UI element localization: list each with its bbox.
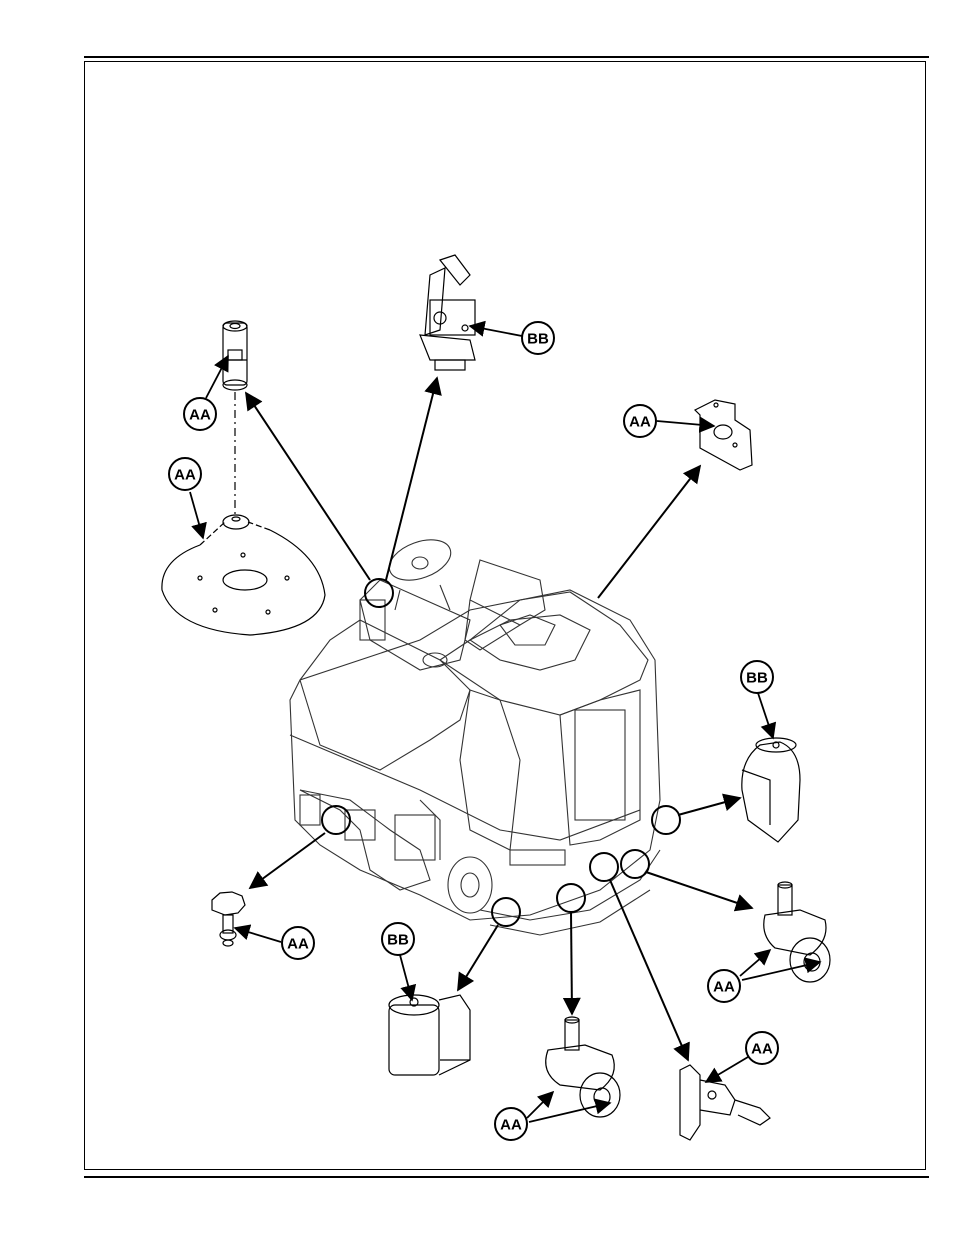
svg-text:AA: AA [189, 407, 211, 424]
svg-text:AA: AA [287, 936, 309, 953]
universal-joint-part [223, 321, 247, 515]
svg-text:AA: AA [713, 979, 735, 996]
leader-arrows [246, 378, 752, 1060]
svg-text:AA: AA [629, 414, 651, 431]
callout-aa-4: AA [708, 970, 740, 1002]
caster-center-part [546, 1017, 620, 1117]
callout-bb-2: BB [741, 661, 773, 693]
callout-aa-1: AA [184, 398, 216, 430]
callout-aa-5: AA [282, 927, 314, 959]
callout-bb-1: BB [522, 322, 554, 354]
callout-bb-3: BB [382, 923, 414, 955]
actuator-motor-part [742, 738, 800, 842]
drive-plate-part [162, 515, 325, 635]
squeegee-motor-part [389, 995, 470, 1075]
callout-aa-7: AA [746, 1032, 778, 1064]
squeegee-latch-part [680, 1065, 770, 1140]
bracket-part [695, 400, 752, 470]
svg-text:AA: AA [751, 1041, 773, 1058]
callout-aa-3: AA [624, 405, 656, 437]
svg-text:BB: BB [746, 670, 768, 687]
knob-part [212, 892, 245, 946]
pedal-linkage-part [420, 255, 475, 370]
callout-aa-2: AA [169, 458, 201, 490]
svg-text:AA: AA [174, 467, 196, 484]
svg-text:BB: BB [387, 932, 409, 949]
scrubber-machine [290, 532, 660, 935]
svg-text:BB: BB [527, 331, 549, 348]
callout-aa-6: AA [495, 1108, 527, 1140]
svg-text:AA: AA [500, 1117, 522, 1134]
